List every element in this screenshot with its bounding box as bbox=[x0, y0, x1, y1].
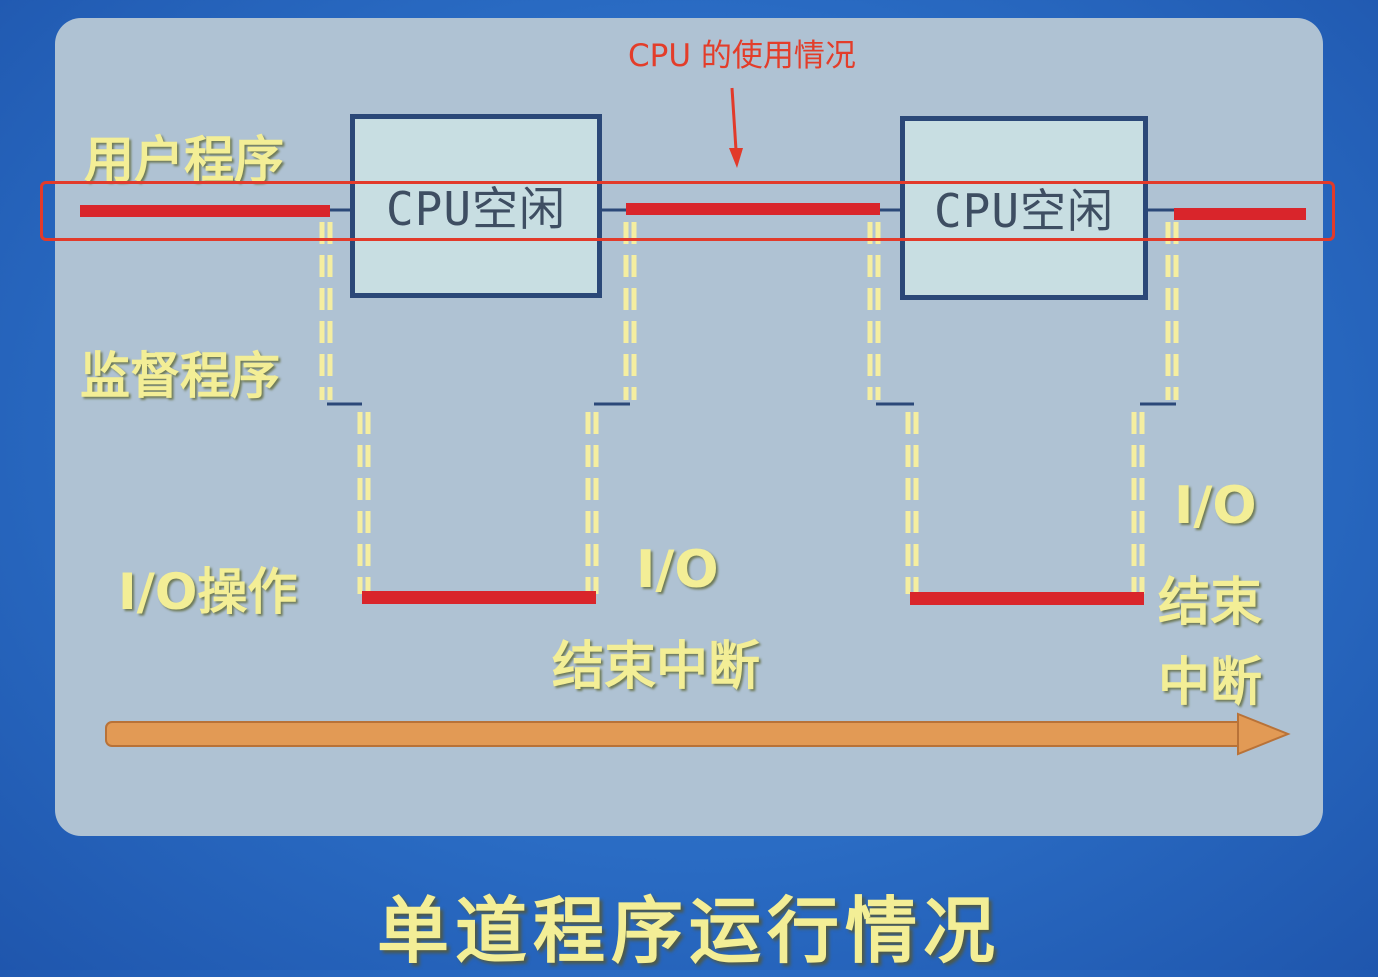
user-bar-2 bbox=[626, 203, 880, 215]
io-end-2-line2: 结束 bbox=[1158, 573, 1263, 633]
supervisor-program-label: 监督程序 bbox=[80, 347, 280, 405]
cpu-idle-label-1: CPU空闲 bbox=[385, 182, 567, 236]
annotation-arrow bbox=[729, 87, 743, 168]
diagram-caption: 单道程序运行情况 bbox=[376, 889, 1001, 973]
user-bar-3 bbox=[1174, 208, 1306, 220]
io-end-2-line1: I/O bbox=[1174, 476, 1257, 536]
connector-lines bbox=[327, 208, 1176, 406]
io-end-2-line3: 中断 bbox=[1158, 653, 1263, 713]
cpu-usage-annotation: CPU 的使用情况 bbox=[628, 38, 856, 74]
io-bar-1 bbox=[362, 591, 596, 604]
timeline-arrow bbox=[105, 712, 1291, 756]
io-operation-label: I/O操作 bbox=[118, 563, 298, 621]
cpu-idle-label-2: CPU空闲 bbox=[933, 184, 1115, 238]
io-end-1-line1: I/O bbox=[636, 540, 719, 600]
transition-dashes bbox=[319, 222, 1179, 594]
io-bar-2 bbox=[910, 592, 1144, 605]
io-end-1-line2: 结束中断 bbox=[552, 637, 761, 697]
execution-bars bbox=[80, 203, 1306, 605]
user-program-label: 用户程序 bbox=[84, 131, 284, 189]
user-bar-1 bbox=[80, 205, 330, 217]
cpu-usage-highlight-box bbox=[40, 181, 1335, 241]
cpu-idle-box-2: CPU空闲 bbox=[900, 116, 1148, 300]
cpu-idle-box-1: CPU空闲 bbox=[350, 114, 602, 298]
